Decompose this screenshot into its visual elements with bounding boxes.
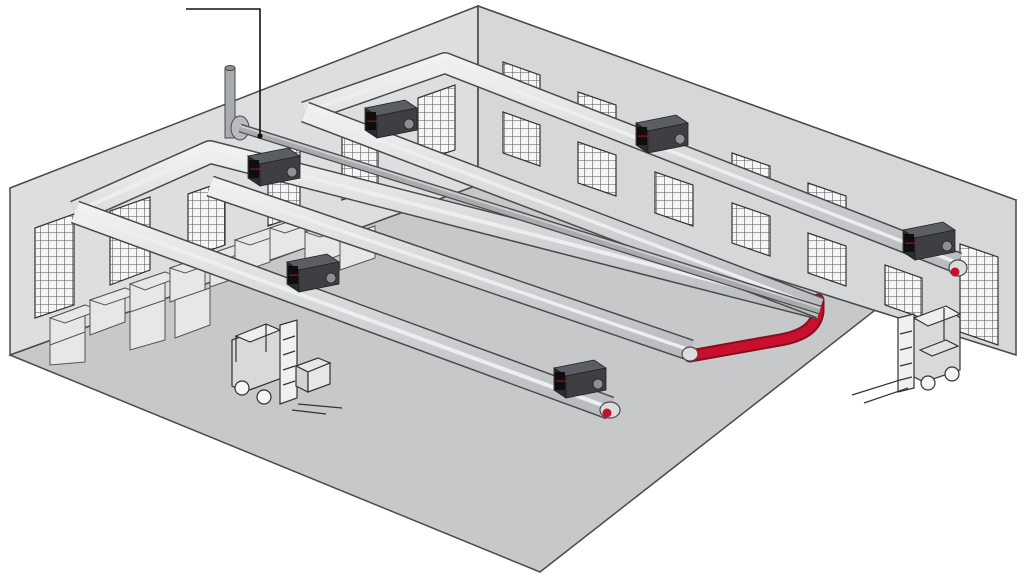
radiant-heater-burner-icon: ▬▬▬▬ [901,221,957,261]
radiant-heater-burner-icon: ▬▬▬▬ [634,114,690,154]
right-wall-windows [502,61,999,346]
radiant-heater-burner-icon: ▬▬▬▬ [363,99,419,139]
storage-crate-icon [88,287,142,336]
radiant-tube-system-back [301,52,962,319]
forklift-icon [231,319,343,415]
burner-display-text: ▬▬▬▬ [556,379,568,383]
burner-display-text: ▬▬▬▬ [289,273,301,277]
callout-leader-line [186,8,261,136]
window [731,202,771,257]
window [577,141,617,197]
radiant-heater-burner-icon: ▬▬▬▬ [285,253,341,293]
burner-display-text: ▬▬▬▬ [250,167,262,171]
burner-unit-3: ▬▬▬▬ [634,114,690,154]
burner-unit-4: ▬▬▬▬ [901,221,957,261]
tube-end-cap [681,346,699,362]
burner-unit-5: ▬▬▬▬ [285,253,341,293]
burner-unit-6: ▬▬▬▬ [552,359,608,399]
storage-crate-icon [129,299,166,351]
window [502,111,541,167]
red-end-cap [950,267,960,277]
red-end-cap [602,408,612,418]
burner-unit-2: ▬▬▬▬ [363,99,419,139]
forklift-icon [851,305,962,404]
window [34,213,75,319]
window [959,243,999,346]
exhaust-flue-icon [224,65,822,315]
burner-display-text: ▬▬▬▬ [367,119,379,123]
tube-end-caps [599,259,968,419]
window [807,232,847,287]
radiant-heater-burner-icon: ▬▬▬▬ [246,147,302,187]
window [654,171,694,227]
storage-crate-icon [174,287,211,339]
radiant-tube-system-front [70,140,823,420]
forklift-right [851,305,962,404]
window [417,84,456,163]
forklift-left [231,319,343,415]
radiant-heater-burner-icon: ▬▬▬▬ [552,359,608,399]
burner-display-text: ▬▬▬▬ [905,241,917,245]
storage-crate-icon [49,331,86,366]
burner-display-text: ▬▬▬▬ [638,134,650,138]
burner-unit-1: ▬▬▬▬ [246,147,302,187]
callout-pointer-dot [257,133,263,139]
